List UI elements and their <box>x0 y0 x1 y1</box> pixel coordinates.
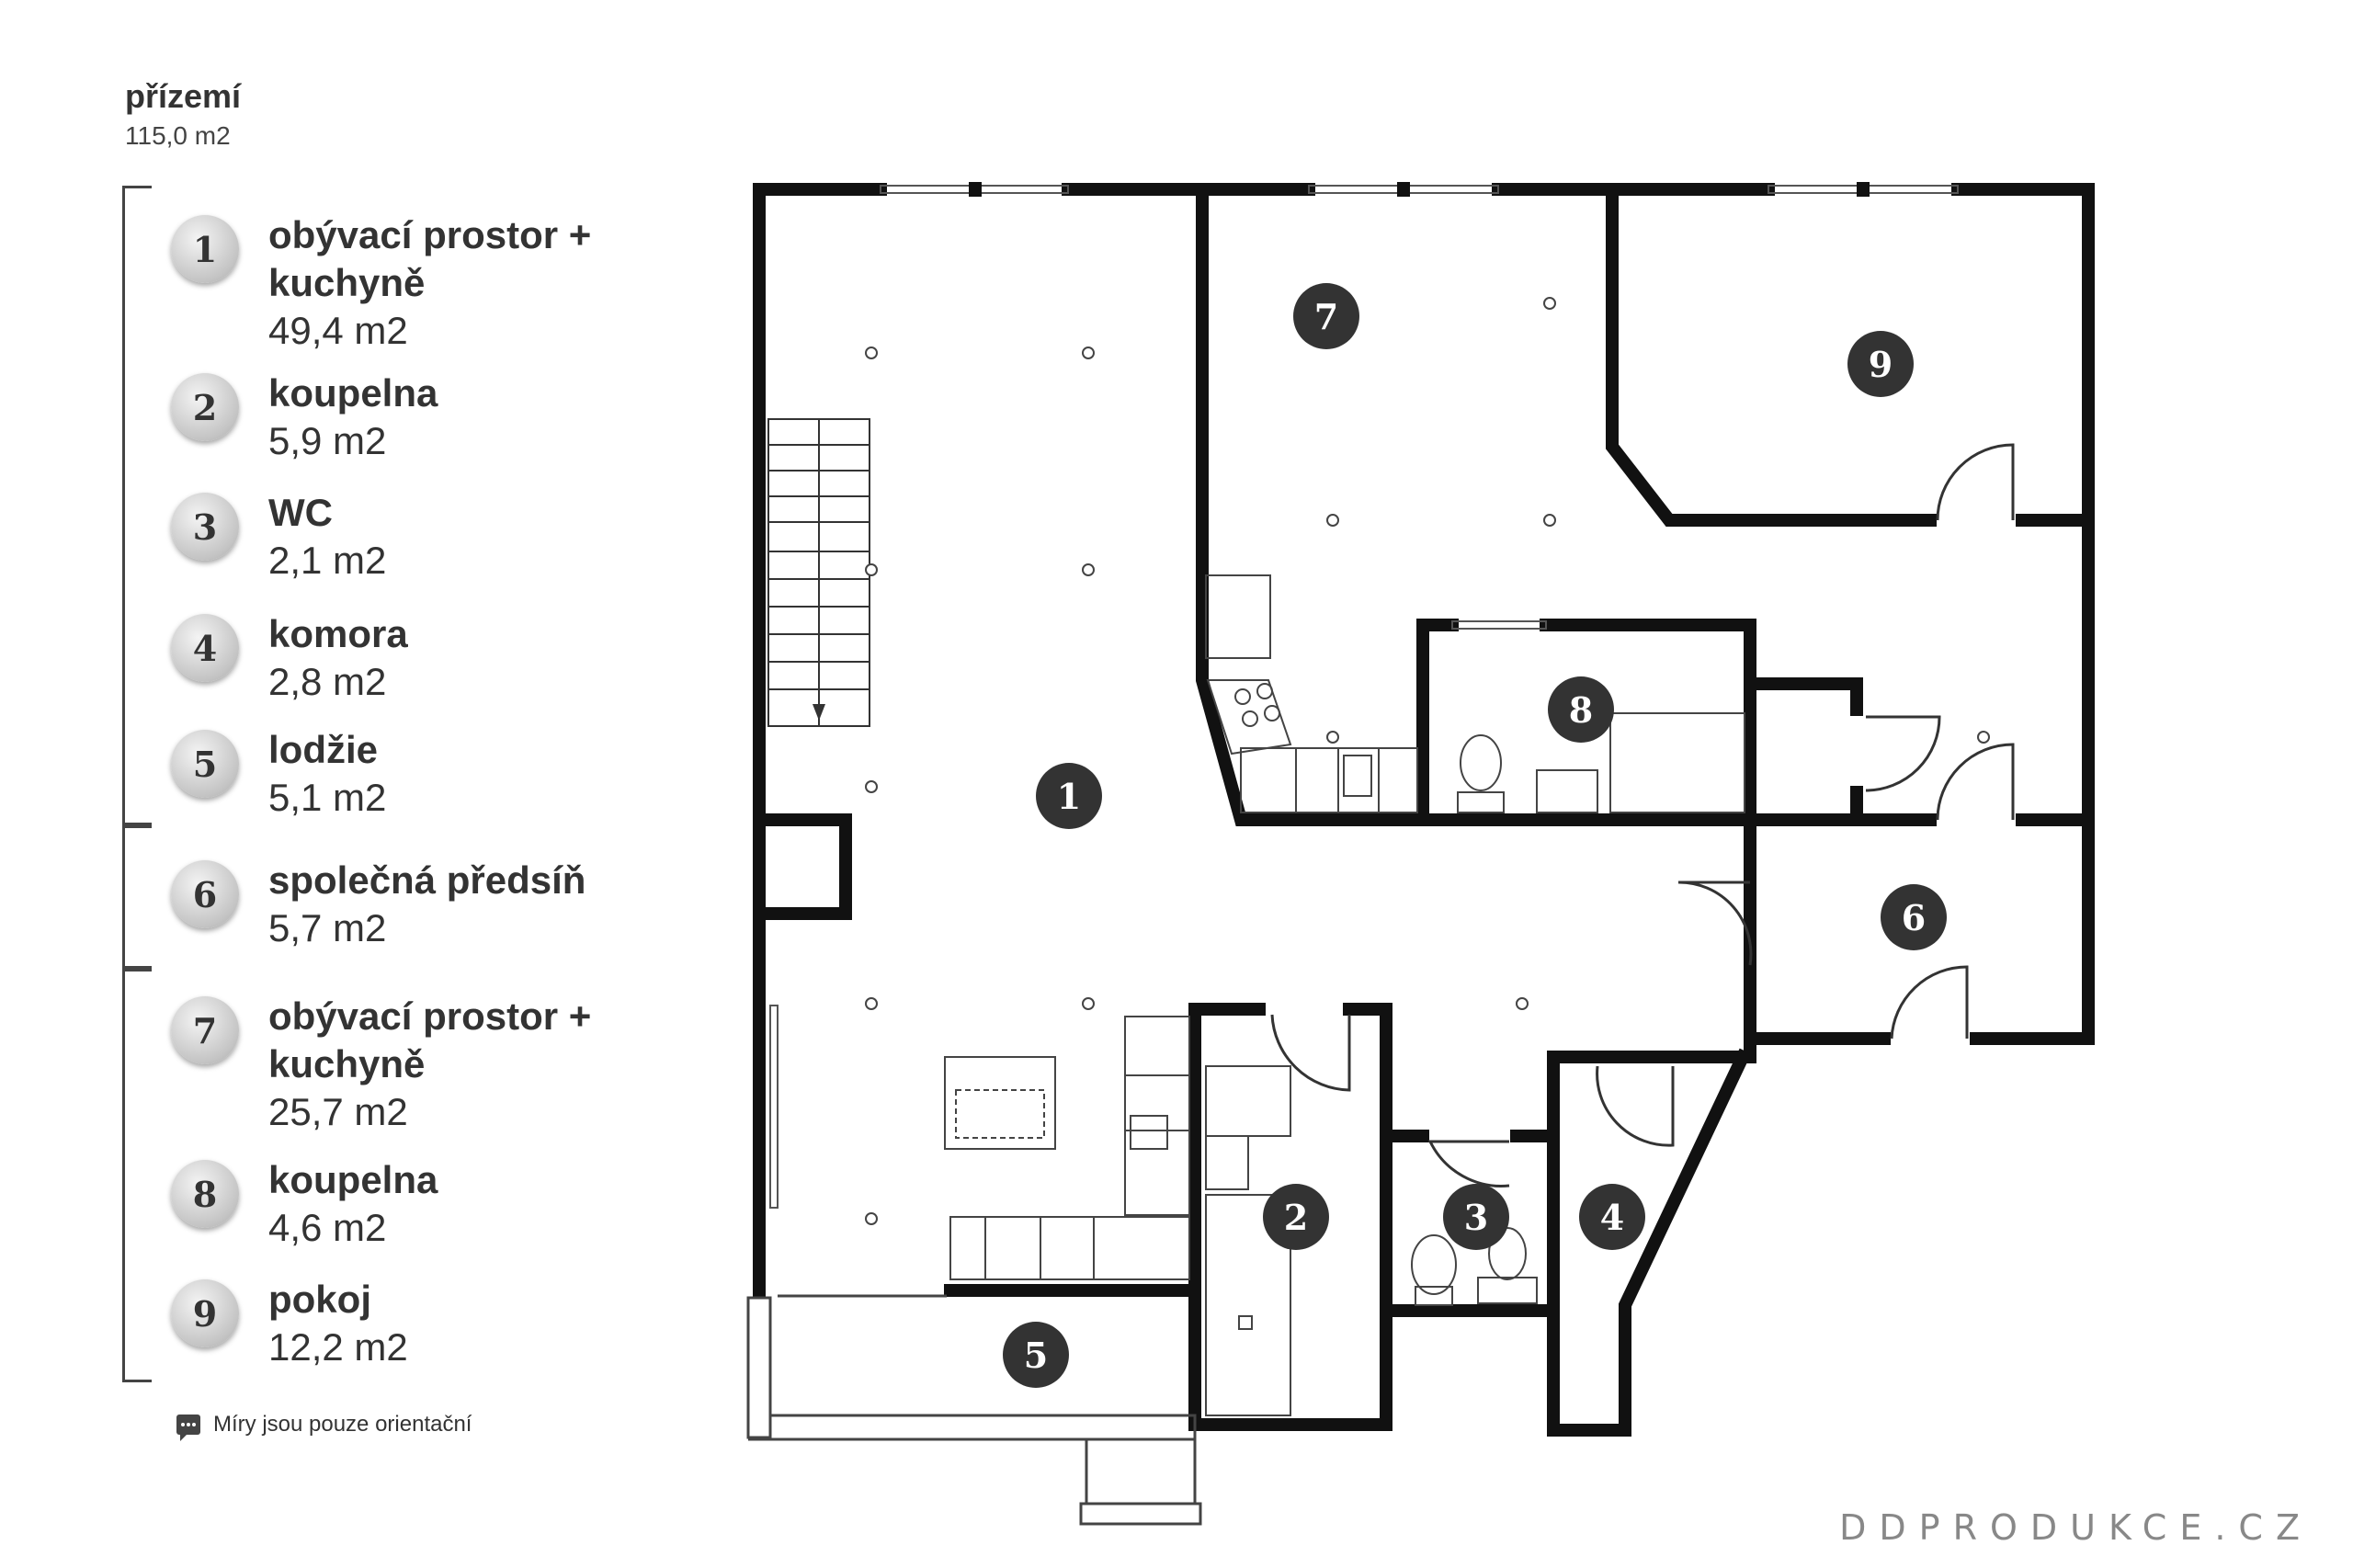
legend-badge: 7 <box>171 996 239 1064</box>
legend-room-name-2: kuchyně <box>268 261 426 304</box>
plan-wc-3 <box>1411 1227 1538 1306</box>
legend-item-6: 6 společná předsíň 5,7 m2 <box>171 858 586 952</box>
svg-text:8: 8 <box>1569 689 1593 731</box>
plan-bathroom-8 <box>1457 712 1745 813</box>
legend-badge: 8 <box>171 1160 239 1228</box>
plan-room-labels: 1 2 3 4 5 6 7 8 9 <box>1003 283 1947 1388</box>
legend-item-2: 2 koupelna 5,9 m2 <box>171 371 438 465</box>
legend-item-7: 7 obývací prostor + kuchyně 25,7 m2 <box>171 994 592 1136</box>
legend-room-area: 25,7 m2 <box>268 1090 408 1133</box>
legend-room-area: 5,1 m2 <box>268 776 387 819</box>
plan-bathroom-2 <box>1205 1065 1291 1416</box>
legend-bracket-common <box>122 825 152 969</box>
plan-kitchen-7 <box>1205 574 1418 813</box>
plan-windows <box>769 185 1959 1209</box>
legend-room-name: WC <box>268 491 333 534</box>
legend-badge: 4 <box>171 614 239 682</box>
legend-item-3: 3 WC 2,1 m2 <box>171 491 387 585</box>
svg-text:3: 3 <box>1464 1197 1488 1238</box>
legend-room-name: koupelna <box>268 1158 438 1201</box>
comment-icon <box>176 1415 200 1441</box>
stair-arrow-icon <box>813 704 825 721</box>
svg-text:9: 9 <box>1869 344 1893 385</box>
svg-text:2: 2 <box>1284 1197 1308 1238</box>
room-marker-3: 3 <box>1443 1184 1509 1250</box>
plan-kitchen-1 <box>944 1016 1190 1280</box>
svg-text:7: 7 <box>1314 296 1338 337</box>
legend-badge: 6 <box>171 860 239 928</box>
plan-ceiling-lights <box>865 297 1990 1225</box>
room-marker-2: 2 <box>1263 1184 1329 1250</box>
legend-bracket-unit-b <box>122 969 152 1382</box>
room-marker-8: 8 <box>1548 676 1614 743</box>
plan-walls <box>753 183 2095 1437</box>
legend-item-5: 5 lodžie 5,1 m2 <box>171 728 387 822</box>
disclaimer-text: Míry jsou pouze orientační <box>213 1412 472 1437</box>
svg-text:6: 6 <box>1902 897 1926 938</box>
legend-item-1: 1 obývací prostor + kuchyně 49,4 m2 <box>171 213 591 355</box>
legend-item-9: 9 pokoj 12,2 m2 <box>171 1278 408 1371</box>
room-marker-7: 7 <box>1293 283 1359 349</box>
legend-room-area: 12,2 m2 <box>268 1325 408 1369</box>
legend-badge: 1 <box>171 215 239 283</box>
plan-loggia <box>746 1294 1202 1526</box>
legend-room-name-2: kuchyně <box>268 1042 426 1085</box>
legend-bracket-unit-a <box>122 186 152 825</box>
legend-room-name: společná předsíň <box>268 858 586 902</box>
legend-room-area: 49,4 m2 <box>268 309 408 352</box>
brand-watermark: DDPRODUKCE.CZ <box>1839 1507 2313 1548</box>
legend-room-name: obývací prostor + <box>268 213 592 256</box>
svg-text:5: 5 <box>1024 1335 1048 1376</box>
floor-area: 115,0 m2 <box>125 121 231 150</box>
legend-room-area: 2,1 m2 <box>268 539 387 582</box>
legend-room-area: 2,8 m2 <box>268 660 387 703</box>
legend-item-4: 4 komora 2,8 m2 <box>171 612 408 706</box>
legend-badge: 9 <box>171 1279 239 1347</box>
legend-badge: 2 <box>171 373 239 441</box>
legend-room-name: pokoj <box>268 1278 371 1321</box>
legend-room-area: 5,7 m2 <box>268 906 387 949</box>
room-marker-4: 4 <box>1579 1184 1645 1250</box>
legend-room-area: 5,9 m2 <box>268 419 387 462</box>
plan-window-posts <box>969 182 1870 197</box>
legend-room-name: koupelna <box>268 371 438 415</box>
disclaimer-note: Míry jsou pouze orientační <box>176 1412 472 1441</box>
legend-room-name: komora <box>268 612 408 655</box>
plan-staircase <box>767 418 870 727</box>
legend-room-name: obývací prostor + <box>268 994 592 1038</box>
room-marker-9: 9 <box>1847 331 1914 397</box>
legend-room-area: 4,6 m2 <box>268 1206 387 1249</box>
plan-doors <box>1270 443 2015 1187</box>
room-marker-6: 6 <box>1881 884 1947 950</box>
legend-badge: 3 <box>171 493 239 561</box>
room-marker-1: 1 <box>1036 763 1102 829</box>
svg-text:4: 4 <box>1600 1197 1624 1238</box>
legend-item-8: 8 koupelna 4,6 m2 <box>171 1158 438 1252</box>
floor-title: přízemí <box>125 77 242 115</box>
legend-badge: 5 <box>171 730 239 798</box>
room-marker-5: 5 <box>1003 1322 1069 1388</box>
svg-text:1: 1 <box>1057 776 1081 817</box>
legend-room-name: lodžie <box>268 728 379 771</box>
